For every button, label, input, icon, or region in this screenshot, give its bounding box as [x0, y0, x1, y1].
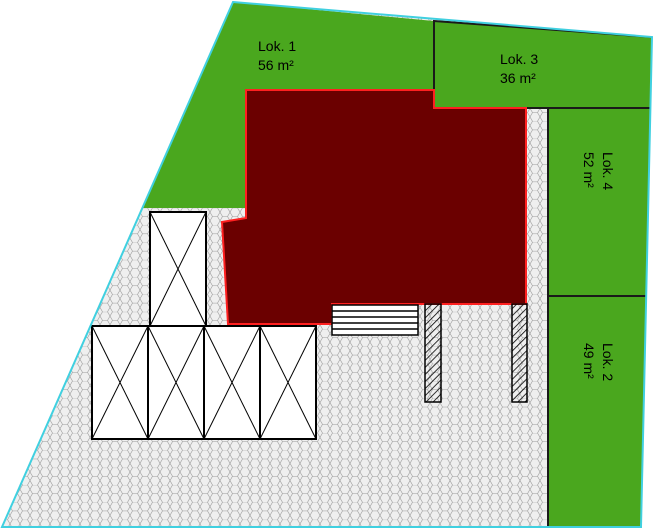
lot-1-name: Lok. 1 [258, 38, 296, 54]
lot-3-name: Lok. 3 [500, 51, 538, 67]
lot-2-label: Lok. 2 49 m² [581, 343, 616, 381]
lot-1-area-label: 56 m² [258, 57, 294, 73]
lot-3-area-label: 36 m² [500, 70, 536, 86]
lot-2-name: Lok. 2 [600, 343, 616, 381]
column-left [424, 303, 442, 403]
lot-4-area [547, 107, 652, 297]
parking-space-1 [91, 325, 149, 440]
parking-space-4 [259, 325, 317, 440]
lot-2-area [547, 295, 652, 527]
lot-4-name: Lok. 4 [600, 152, 616, 190]
building-footprint [220, 89, 527, 325]
parking-row-lower [91, 325, 317, 440]
lot-4-label: Lok. 4 52 m² [581, 152, 616, 190]
parking-space-2 [147, 325, 205, 440]
parking-space-3 [203, 325, 261, 440]
entrance-stairs [331, 304, 419, 336]
column-right [511, 303, 528, 403]
lot-2-area-label: 49 m² [581, 343, 597, 379]
lot-4-area-label: 52 m² [581, 152, 597, 188]
parking-space-upper [149, 211, 207, 327]
